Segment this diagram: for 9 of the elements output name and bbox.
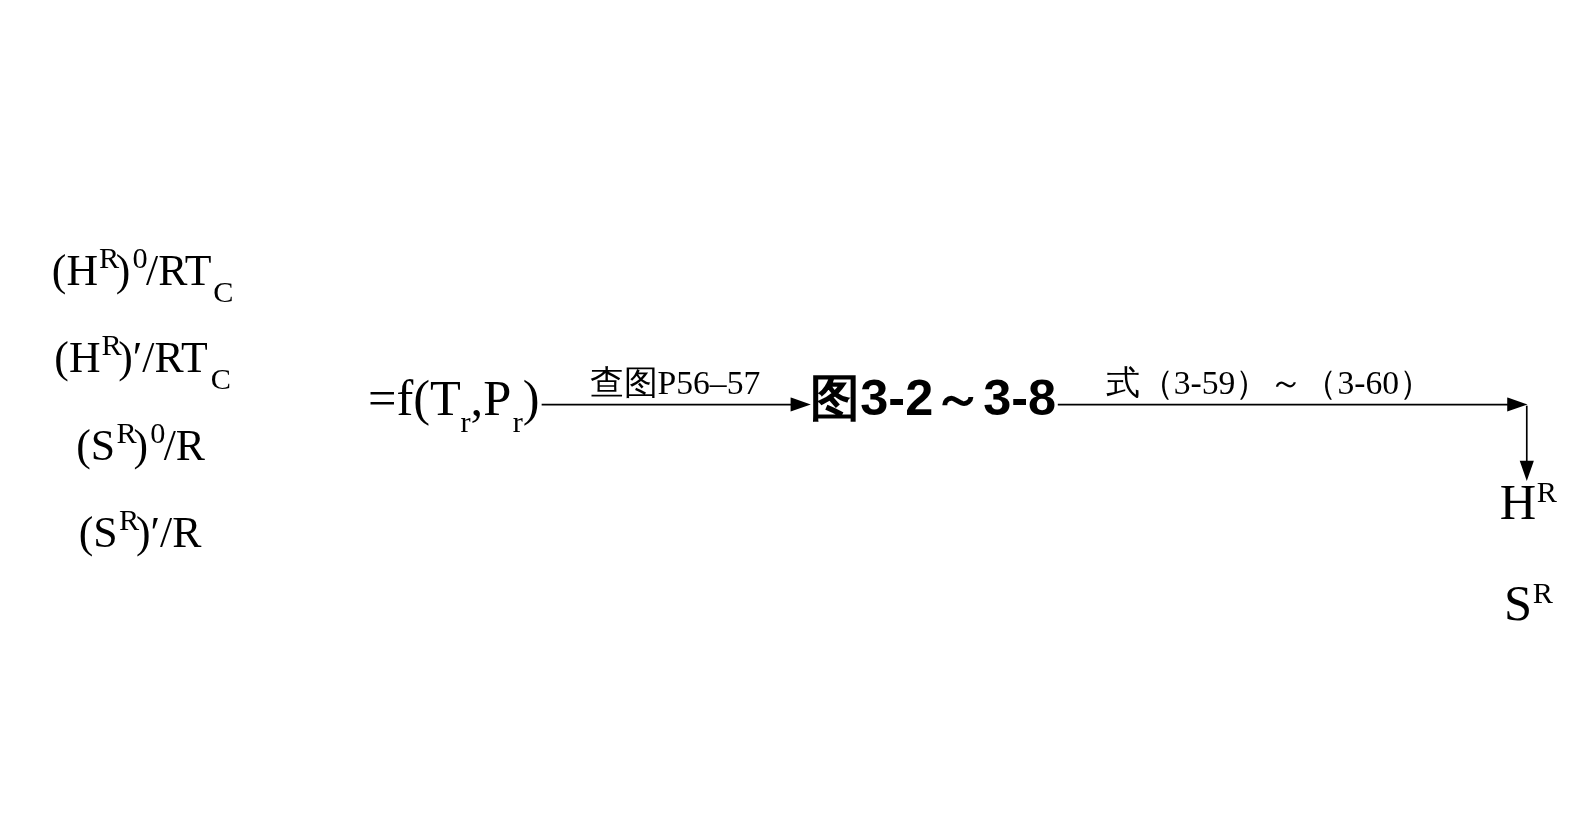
node-text: =f(T$_{r}$,P$_{r}$) xyxy=(368,369,540,439)
arrow xyxy=(1507,396,1534,481)
arrow xyxy=(1056,396,1528,412)
node-text: H$^{R}$ S$^{R}$ xyxy=(1499,473,1558,631)
node-text: (H$^{R}$)$^{0}$/RT$_{C}$ (H$^{R}$)′/RT$_{C}$ (S$^{R}$)$^{0}$/R (S$^{R}$)′/R xyxy=(51,240,234,556)
node-text: 图3-2～3-8 xyxy=(810,368,1057,426)
edge-label: 式（3-59）～（3-60） xyxy=(1105,363,1434,401)
arrow xyxy=(540,396,811,412)
edge-label: 查图P56–57 xyxy=(589,363,761,401)
